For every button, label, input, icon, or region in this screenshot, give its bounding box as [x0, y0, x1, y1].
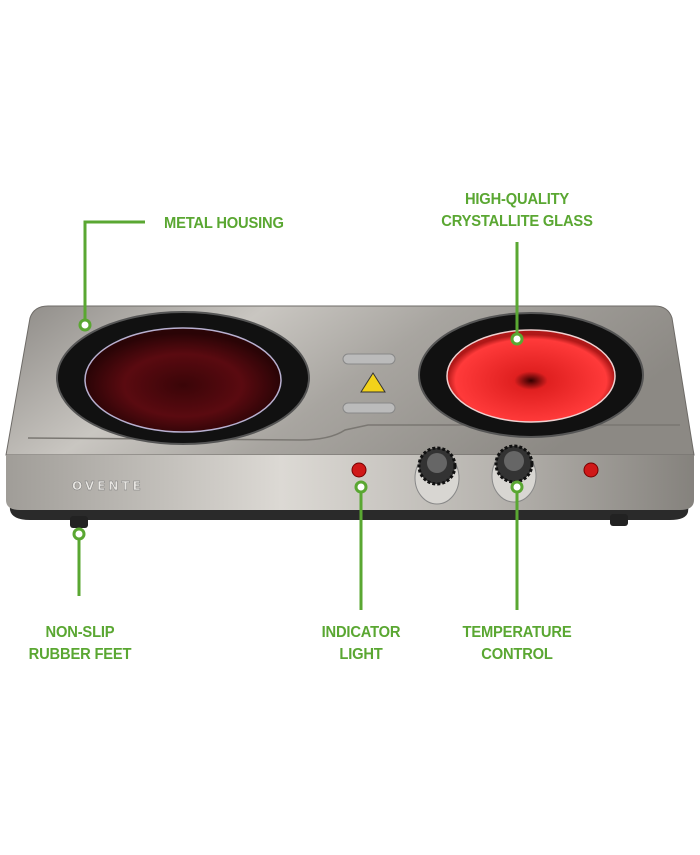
callout-dot [78, 318, 92, 332]
callout-dot [354, 480, 368, 494]
brand-logo: OVENTE [72, 479, 144, 493]
indicator-light-right [583, 462, 599, 478]
callout-dot [510, 480, 524, 494]
indicator-light-left [351, 462, 367, 478]
callout-dot [510, 332, 524, 346]
label-metal-housing: METAL HOUSING [164, 215, 284, 232]
rubber-foot-left [70, 516, 88, 528]
callout-dot [72, 527, 86, 541]
hot-surface-warning-icon [360, 372, 386, 393]
leader-metal-housing [83, 220, 145, 320]
rubber-foot-right [610, 514, 628, 526]
